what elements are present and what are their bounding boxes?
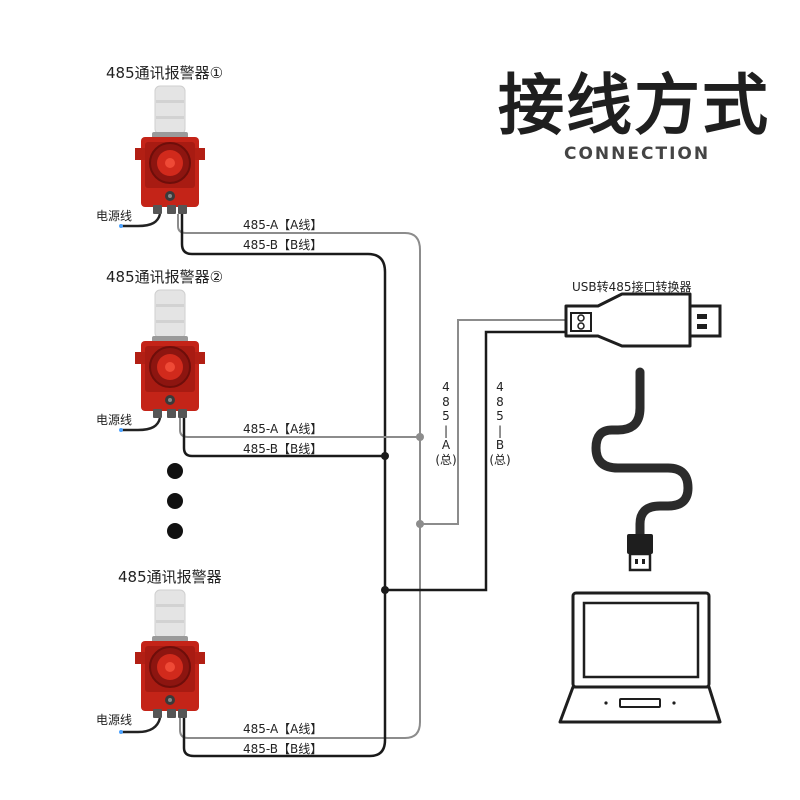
wire-a-1 xyxy=(177,214,421,438)
page-title: 接线方式 xyxy=(498,67,770,144)
alarm-device-1 xyxy=(119,85,421,455)
laptop xyxy=(558,591,722,724)
usb-cable xyxy=(591,367,693,543)
device-title-2: 485通讯报警器② xyxy=(106,268,224,286)
wire-a-2 xyxy=(179,418,420,438)
junction-a-2 xyxy=(416,433,424,441)
wire-a-label-2: 485-A【A线】 xyxy=(243,422,323,436)
power-label-3: 电源线 xyxy=(96,713,133,727)
alarm-device-2 xyxy=(119,289,420,458)
bus-a-label: 4 8 5 | A (总) xyxy=(435,380,457,467)
power-label-2: 电源线 xyxy=(96,413,133,427)
bus-b-label: 4 8 5 | B (总) xyxy=(489,380,511,467)
ellipsis-dot-3 xyxy=(167,523,183,539)
junction-b-main xyxy=(381,586,389,594)
device-title-1: 485通讯报警器① xyxy=(106,64,224,82)
bus-a-trunk xyxy=(420,319,572,525)
converter-label: USB转485接口转换器 xyxy=(572,280,692,294)
wire-a-3 xyxy=(179,438,421,739)
power-label-1: 电源线 xyxy=(96,209,133,223)
wire-b-label-1: 485-B【B线】 xyxy=(243,238,323,252)
wire-b-label-3: 485-B【B线】 xyxy=(243,742,323,756)
page-subtitle: CONNECTION xyxy=(564,144,711,164)
wire-a-label-3: 485-A【A线】 xyxy=(243,722,323,736)
power-cable-2 xyxy=(122,417,162,432)
ellipsis-dot-1 xyxy=(167,463,183,479)
wire-b-label-2: 485-B【B线】 xyxy=(243,442,323,456)
junction-a-main xyxy=(416,520,424,528)
power-cable-3 xyxy=(122,717,162,734)
wire-b-2 xyxy=(182,418,385,458)
device-title-3: 485通讯报警器 xyxy=(118,568,222,586)
junction-b-2 xyxy=(381,452,389,460)
wire-b-3 xyxy=(182,456,387,758)
wire-b-1 xyxy=(180,214,387,455)
alarm-device-3 xyxy=(119,438,421,758)
power-cable-1 xyxy=(122,213,162,228)
usb-485-converter xyxy=(564,292,722,348)
ellipsis-dot-2 xyxy=(167,493,183,509)
wire-a-label-1: 485-A【A线】 xyxy=(243,218,323,232)
bus-b-trunk xyxy=(385,330,572,592)
usb-plug xyxy=(627,534,653,572)
